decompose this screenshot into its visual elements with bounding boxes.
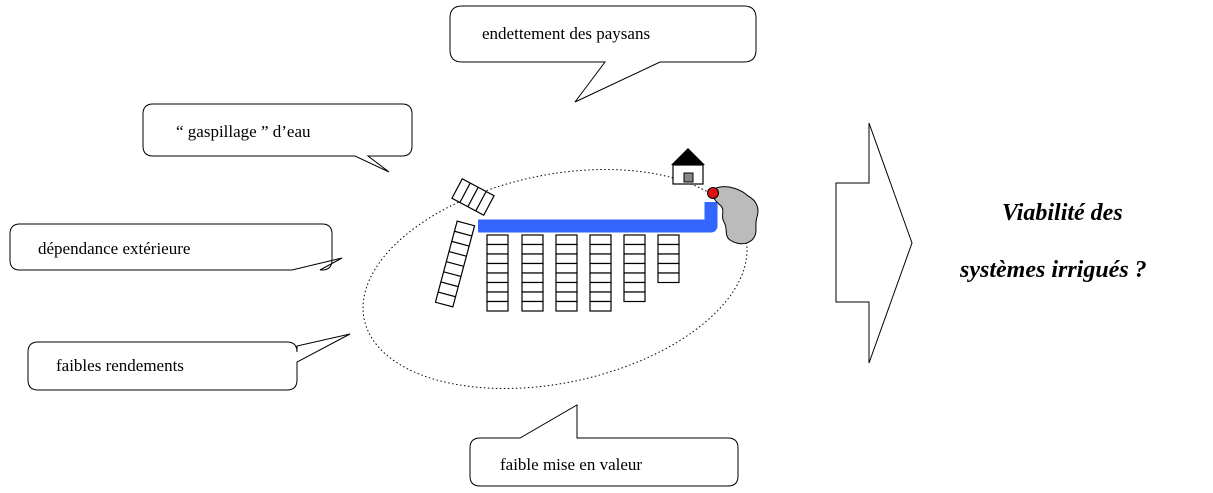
field-plot: [623, 272, 646, 284]
water-reservoir: [712, 186, 759, 245]
field-plot: [623, 234, 646, 246]
field-block-tilted-top: [451, 178, 495, 216]
field-plot: [623, 291, 646, 303]
field-plot: [521, 300, 544, 312]
callout-dependence-text: dépendance extérieure: [38, 239, 191, 258]
field-plot: [555, 243, 578, 255]
field-column: [623, 234, 646, 303]
field-plot: [486, 253, 509, 265]
field-plot: [623, 262, 646, 274]
conclusion-arrow: [835, 122, 913, 364]
field-plot: [521, 281, 544, 293]
scheme-boundary-ellipse: [362, 168, 748, 390]
callout-bubble-debt: [449, 5, 757, 103]
callout-valorisation-text: faible mise en valeur: [500, 455, 643, 474]
field-column: [521, 234, 544, 312]
callout-debt-text: endettement des paysans: [482, 24, 651, 43]
callout-bubble-yields: [27, 333, 351, 391]
field-plot: [589, 300, 612, 312]
field-plot: [623, 253, 646, 265]
conclusion-line-2: systèmes irrigués ?: [960, 257, 1147, 283]
field-plot: [589, 262, 612, 274]
field-plot: [657, 243, 680, 255]
callout-waste-text: “ gaspillage ” d’eau: [176, 122, 311, 141]
field-plot: [589, 272, 612, 284]
field-column: [555, 234, 578, 312]
field-plot: [555, 300, 578, 312]
field-plot: [521, 291, 544, 303]
conclusion-line-1: Viabilité des: [1002, 200, 1123, 226]
field-column: [486, 234, 509, 312]
house-icon: [671, 148, 705, 185]
callout-bubble-waste: [142, 103, 413, 173]
irrigation-canal: [478, 202, 718, 233]
field-plot: [589, 281, 612, 293]
callout-bubble-dependence: [9, 223, 343, 271]
field-column: [589, 234, 612, 312]
field-grid: [486, 234, 680, 312]
intake-point-icon: [707, 187, 719, 199]
callout-bubble-valorisation: [469, 404, 739, 487]
field-plot: [657, 262, 680, 274]
field-plot: [555, 253, 578, 265]
field-plot: [555, 262, 578, 274]
field-plot: [486, 300, 509, 312]
field-plot: [555, 272, 578, 284]
field-plot: [589, 234, 612, 246]
field-plot: [555, 281, 578, 293]
field-plot: [521, 243, 544, 255]
field-plot: [486, 281, 509, 293]
field-plot: [486, 291, 509, 303]
field-plot: [555, 291, 578, 303]
field-plot: [486, 272, 509, 284]
field-plot: [657, 253, 680, 265]
field-plot: [657, 234, 680, 246]
field-plot: [589, 253, 612, 265]
field-plot: [589, 291, 612, 303]
field-plot: [589, 243, 612, 255]
field-plot: [521, 272, 544, 284]
field-block-tilted-left: [434, 220, 476, 308]
field-plot: [657, 272, 680, 284]
field-plot: [486, 262, 509, 274]
field-column: [657, 234, 680, 284]
field-plot: [521, 262, 544, 274]
field-plot: [623, 243, 646, 255]
field-plot: [521, 253, 544, 265]
field-plot: [555, 234, 578, 246]
field-plot: [521, 234, 544, 246]
field-plot: [623, 281, 646, 293]
field-plot: [486, 234, 509, 246]
field-plot: [486, 243, 509, 255]
callout-yields-text: faibles rendements: [56, 356, 184, 375]
